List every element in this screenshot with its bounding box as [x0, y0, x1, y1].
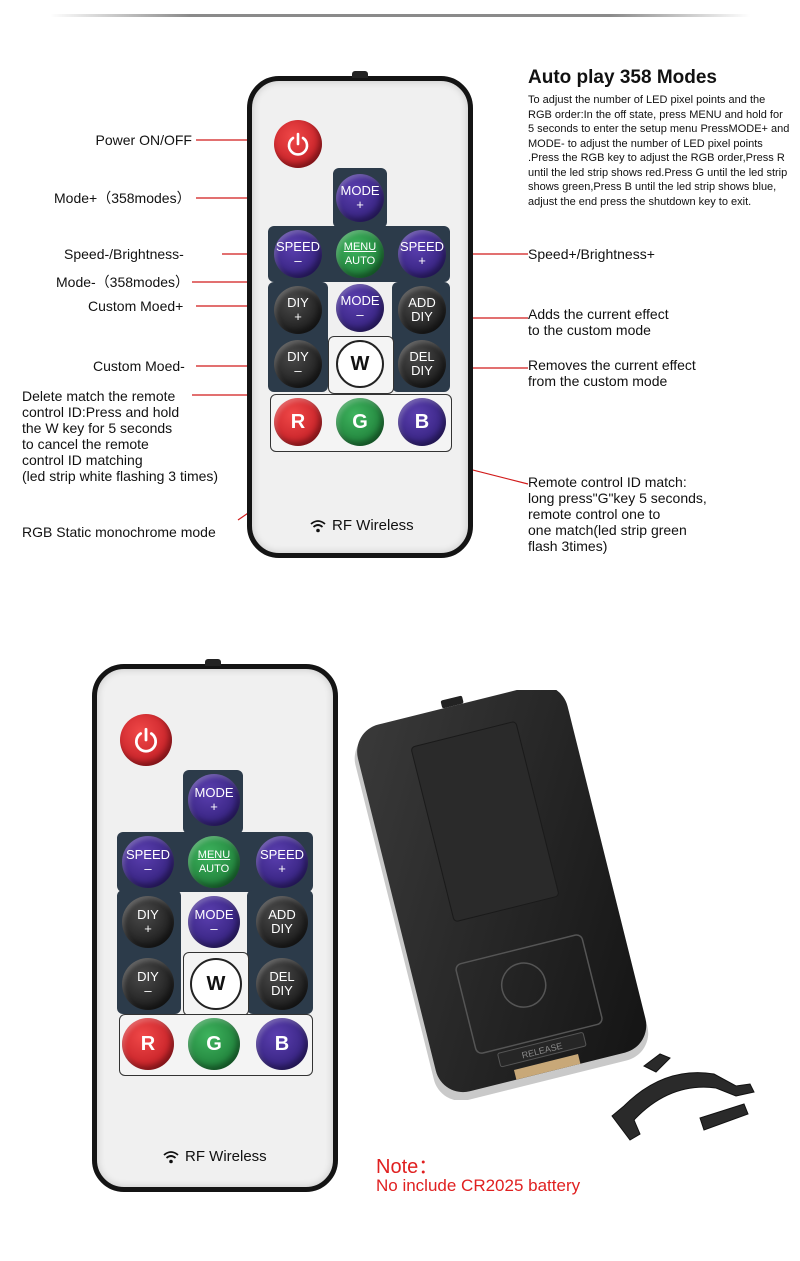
power-button-2[interactable] [120, 714, 172, 766]
label-power: Power ON/OFF [95, 132, 192, 148]
mode-minus-button[interactable]: MODE– [336, 284, 384, 332]
top-divider [50, 14, 750, 17]
mode-plus-button-2[interactable]: MODE+ [188, 774, 240, 826]
b-button-2[interactable]: B [256, 1018, 308, 1070]
label-mode-minus: Mode-（358modes） [56, 274, 190, 290]
diy-plus-button-2[interactable]: DIY+ [122, 896, 174, 948]
g-button[interactable]: G [336, 398, 384, 446]
g-button-2[interactable]: G [188, 1018, 240, 1070]
power-button[interactable] [274, 120, 322, 168]
auto-play-title: Auto play 358 Modes [528, 67, 717, 88]
diy-minus-button[interactable]: DIY– [274, 340, 322, 388]
diy-minus-button-2[interactable]: DIY– [122, 958, 174, 1010]
label-speed-plus: Speed+/Brightness+ [528, 246, 655, 262]
label-del-diy: Removes the current effect from the cust… [528, 357, 696, 389]
r-button-2[interactable]: R [122, 1018, 174, 1070]
label-add-diy: Adds the current effect to the custom mo… [528, 306, 669, 338]
mode-plus-button[interactable]: MODE+ [336, 174, 384, 222]
w-button[interactable]: W [336, 340, 384, 388]
diy-plus-button[interactable]: DIY+ [274, 286, 322, 334]
r-button[interactable]: R [274, 398, 322, 446]
speed-minus-button-2[interactable]: SPEED– [122, 836, 174, 888]
label-diy-plus: Custom Moed+ [88, 298, 184, 314]
note-title: Note： [376, 1156, 439, 1178]
w-button-2[interactable]: W [190, 958, 242, 1010]
wifi-icon [163, 1150, 179, 1163]
b-button[interactable]: B [398, 398, 446, 446]
label-delete-match: Delete match the remote control ID:Press… [22, 388, 219, 484]
rf-brand-top: RF Wireless [310, 517, 414, 534]
label-id-match: Remote control ID match: long press"G"ke… [528, 474, 707, 554]
label-speed-minus: Speed-/Brightness- [64, 246, 184, 262]
remote-back: RELEASE [354, 690, 649, 1100]
rf-brand-bottom: RF Wireless [163, 1148, 267, 1165]
speed-minus-button[interactable]: SPEED– [274, 230, 322, 278]
power-icon [287, 132, 309, 156]
note-text: No include CR2025 battery [376, 1176, 581, 1195]
speed-plus-button-2[interactable]: SPEED+ [256, 836, 308, 888]
label-diy-minus: Custom Moed- [93, 358, 185, 374]
wifi-icon [310, 519, 326, 532]
battery-clip [611, 1053, 755, 1141]
remote-nub [205, 659, 221, 666]
remote-nub [352, 71, 368, 78]
power-icon [134, 727, 158, 753]
speed-plus-button[interactable]: SPEED+ [398, 230, 446, 278]
mode-minus-button-2[interactable]: MODE– [188, 896, 240, 948]
label-rgb-static: RGB Static monochrome mode [22, 524, 216, 540]
auto-play-body: To adjust the number of LED pixel points… [528, 94, 790, 208]
label-mode-plus: Mode+（358modes） [54, 190, 191, 206]
